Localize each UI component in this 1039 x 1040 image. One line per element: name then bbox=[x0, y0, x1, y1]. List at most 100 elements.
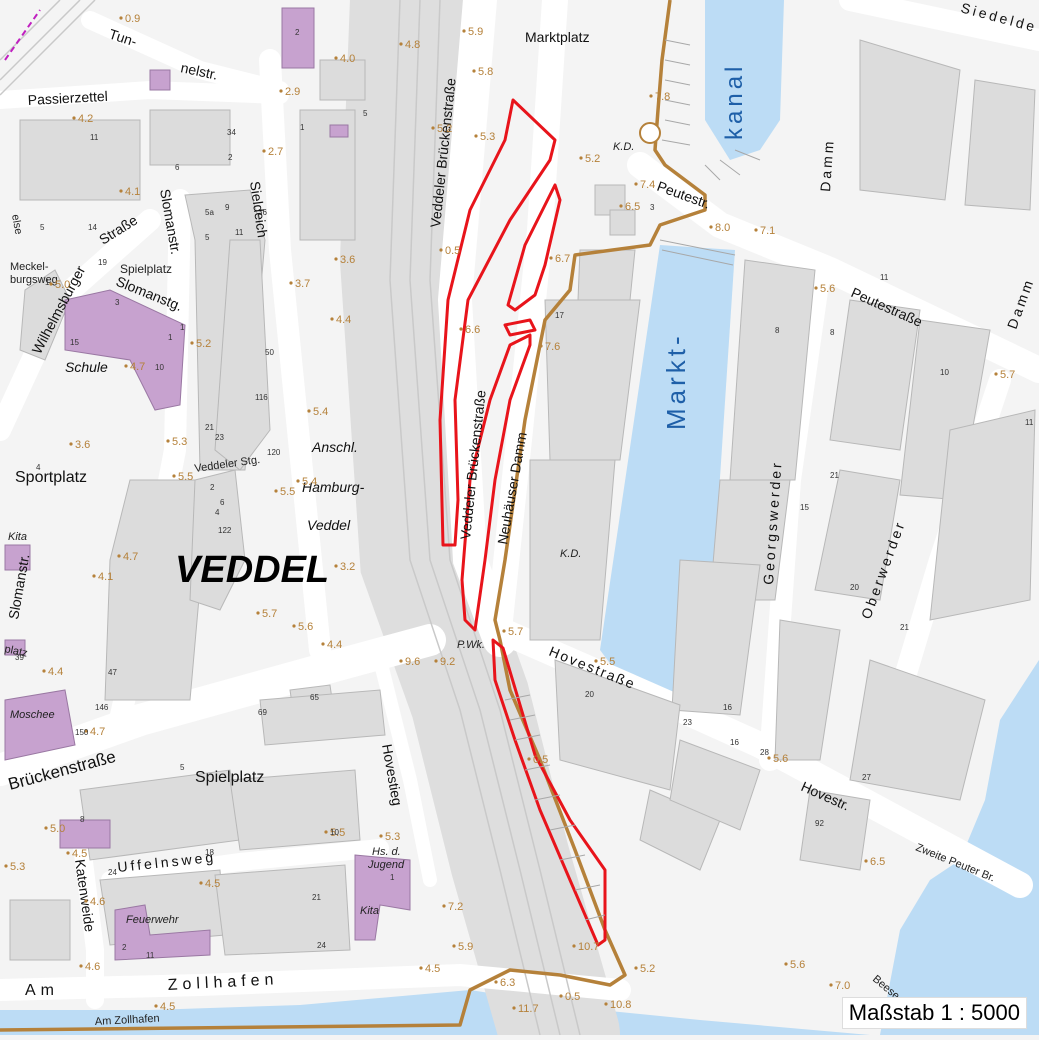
spot-height-label: 4.6 bbox=[90, 896, 105, 908]
building-block bbox=[799, 789, 871, 871]
building-block bbox=[849, 659, 986, 801]
spot-height-label: 8.0 bbox=[715, 222, 730, 234]
street-label: burgsweg bbox=[10, 274, 58, 286]
spot-height-dot bbox=[527, 757, 531, 761]
house-number: 5a bbox=[205, 208, 214, 217]
spot-height-label: 5.5 bbox=[330, 827, 345, 839]
house-number: 18 bbox=[205, 848, 214, 857]
house-number: 4 bbox=[215, 508, 220, 517]
house-number: 6 bbox=[175, 163, 180, 172]
place-label: Sportplatz bbox=[15, 469, 87, 486]
building-label: Schule bbox=[65, 359, 108, 375]
embankments bbox=[504, 39, 761, 921]
spot-height-dot bbox=[634, 182, 638, 186]
spot-height-label: 5.5 bbox=[600, 656, 615, 668]
spot-height-dot bbox=[119, 189, 123, 193]
building-label: Kita bbox=[8, 531, 27, 543]
house-number: 9 bbox=[225, 203, 230, 212]
spot-height-dot bbox=[44, 826, 48, 830]
spot-height-dot bbox=[190, 341, 194, 345]
street-label: Am Zollhafen bbox=[95, 1013, 160, 1028]
spot-height-dot bbox=[334, 56, 338, 60]
boundary-line bbox=[0, 0, 707, 1032]
building-block bbox=[554, 659, 681, 791]
spot-height-dot bbox=[474, 134, 478, 138]
spot-height-label: 3.2 bbox=[340, 561, 355, 573]
spot-height-label: 5.7 bbox=[508, 626, 523, 638]
spot-height-label: 5.9 bbox=[468, 26, 483, 38]
spot-height-dot bbox=[334, 564, 338, 568]
building-block bbox=[189, 469, 246, 611]
building-block bbox=[19, 119, 141, 201]
spot-height-dot bbox=[472, 69, 476, 73]
spot-height-label: 5.5 bbox=[280, 486, 295, 498]
spot-height-label: 7.2 bbox=[448, 901, 463, 913]
spot-height-dot bbox=[767, 756, 771, 760]
spot-height-label: 2.7 bbox=[268, 146, 283, 158]
building-block bbox=[529, 459, 616, 641]
house-number: 5 bbox=[180, 763, 185, 772]
spot-height-label: 0.5 bbox=[565, 991, 580, 1003]
spot-height-dot bbox=[72, 116, 76, 120]
house-number: 19 bbox=[98, 258, 107, 267]
spot-height-dot bbox=[256, 611, 260, 615]
house-number: 5 bbox=[205, 233, 210, 242]
house-number: 10 bbox=[940, 368, 949, 377]
spot-height-dot bbox=[814, 286, 818, 290]
spot-height-dot bbox=[572, 944, 576, 948]
spot-height-label: 5.8 bbox=[478, 66, 493, 78]
place-label: P.Wk. bbox=[457, 639, 485, 651]
spot-height-label: 5.2 bbox=[640, 963, 655, 975]
spot-height-dot bbox=[634, 966, 638, 970]
spot-height-dot bbox=[79, 964, 83, 968]
spot-height-dot bbox=[42, 669, 46, 673]
building-public bbox=[59, 819, 111, 849]
plan-area-wedge bbox=[506, 183, 562, 312]
house-number: 24 bbox=[108, 868, 117, 877]
spot-height-dot bbox=[307, 409, 311, 413]
spot-height-dot bbox=[330, 317, 334, 321]
spot-height-label: 5.5 bbox=[178, 471, 193, 483]
spot-height-dot bbox=[502, 629, 506, 633]
house-number: 11 bbox=[90, 133, 99, 142]
house-number: 1 bbox=[300, 123, 305, 132]
spot-height-dot bbox=[864, 859, 868, 863]
house-number: 15 bbox=[70, 338, 79, 347]
house-number: 146 bbox=[95, 703, 109, 712]
road-veddeler-brueckenstr bbox=[437, 0, 517, 657]
house-number: 1 bbox=[390, 873, 395, 882]
place-label: Veddel bbox=[307, 517, 351, 533]
spot-height-label: 7.1 bbox=[760, 225, 775, 237]
house-number: 3 bbox=[115, 298, 120, 307]
place-label: K.D. bbox=[613, 141, 634, 153]
spot-height-dot bbox=[172, 474, 176, 478]
house-number: 92 bbox=[815, 819, 824, 828]
road-hovestieg bbox=[373, 653, 437, 887]
water-label: Markt- bbox=[661, 332, 691, 430]
building-public bbox=[329, 124, 349, 138]
spot-height-label: 5.7 bbox=[1000, 369, 1015, 381]
spot-height-dot bbox=[199, 881, 203, 885]
building-labels: Schule Moschee Kita Kita Feuerwehr Hs. d… bbox=[8, 359, 405, 926]
house-number: 20 bbox=[585, 690, 594, 699]
spot-height-label: 4.7 bbox=[123, 551, 138, 563]
building-block bbox=[964, 79, 1036, 211]
house-number: 11 bbox=[1025, 418, 1034, 427]
building-label: Hs. d. bbox=[372, 846, 401, 858]
spot-height-label: 5.6 bbox=[790, 959, 805, 971]
spot-height-dot bbox=[84, 899, 88, 903]
street-label: platz bbox=[3, 643, 28, 660]
spot-height-label: 5.4 bbox=[302, 476, 317, 488]
spot-height-label: 5.6 bbox=[820, 283, 835, 295]
building-block bbox=[214, 864, 351, 956]
spot-height-label: 7.6 bbox=[545, 341, 560, 353]
spot-height-dot bbox=[154, 1004, 158, 1008]
street-label: Sieldeich bbox=[247, 180, 271, 239]
road-am-zollhafen bbox=[0, 963, 631, 1001]
water-label: kanal bbox=[721, 63, 748, 140]
building-school bbox=[64, 289, 186, 411]
place-label: Hamburg- bbox=[302, 479, 365, 495]
spot-height-label: 4.8 bbox=[405, 39, 420, 51]
